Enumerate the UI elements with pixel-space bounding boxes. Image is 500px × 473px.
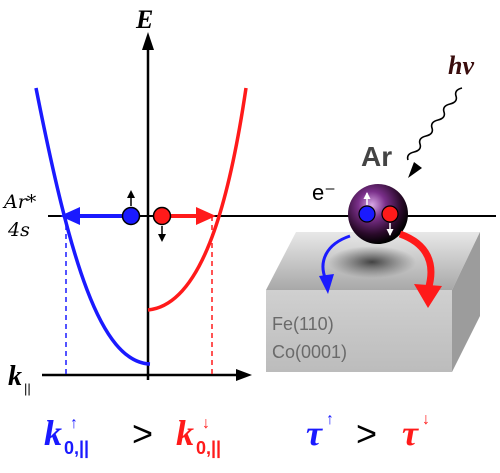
atom-spin-up-electron <box>358 205 376 223</box>
energy-axis-arrowhead <box>142 32 154 50</box>
spin-down-transfer-arrowhead <box>414 284 442 308</box>
surface-label-co0001: Co(0001) <box>272 342 347 362</box>
spin-up-electron <box>121 206 141 226</box>
k-up-superscript: ↑ <box>70 415 78 432</box>
spin-up-k-arrowhead <box>60 207 80 225</box>
energy-axis-label: E <box>135 5 153 34</box>
k-up-subscript: 0,|| <box>64 438 89 458</box>
photon-wave <box>406 87 463 161</box>
tau-up-symbol: τ <box>306 413 323 453</box>
spin-down-electron <box>152 206 172 226</box>
photon-label: hν <box>448 51 474 80</box>
tau-down-superscript: ↓ <box>422 411 430 428</box>
k-down-superscript: ↓ <box>202 415 210 432</box>
spin-down-transfer-arrow <box>398 230 435 292</box>
atom-label: Ar <box>361 141 392 172</box>
atom-spin-up-arrowhead <box>363 192 371 199</box>
level-label-ar: Ar* <box>2 191 37 213</box>
ar-atom <box>348 184 408 244</box>
atom-spin-down-electron <box>381 205 399 223</box>
atom-shadow <box>328 246 416 278</box>
tau-up-superscript: ↑ <box>326 411 334 428</box>
atom-spin-down-arrowhead <box>386 229 394 236</box>
tau-down-symbol: τ <box>402 413 419 453</box>
photon-arrowhead <box>408 162 422 178</box>
surface-side-face <box>452 232 480 372</box>
spin-down-band <box>147 87 248 312</box>
k-down-symbol: k <box>176 413 194 453</box>
spin-up-transfer-arrow <box>321 234 351 281</box>
spin-down-k-arrowhead <box>196 207 216 225</box>
spin-up-transfer-arrowhead <box>319 274 334 294</box>
momentum-axis-label: k <box>8 361 22 392</box>
spin-up-electron-arrowhead <box>127 190 135 198</box>
momentum-axis-subscript: || <box>24 381 31 396</box>
surface-label-fe110: Fe(110) <box>272 314 334 334</box>
gt-sign-tau: > <box>356 413 377 454</box>
level-label-4s: 4s <box>7 219 30 241</box>
spin-down-electron-arrowhead <box>158 234 166 242</box>
gt-sign-k: > <box>132 413 153 454</box>
k-down-subscript: 0,|| <box>196 438 221 458</box>
momentum-axis-arrowhead <box>236 369 252 381</box>
k-up-symbol: k <box>44 413 62 453</box>
electron-label: e⁻ <box>312 180 336 205</box>
surface-front-face <box>266 290 452 372</box>
spin-up-band <box>34 87 151 366</box>
